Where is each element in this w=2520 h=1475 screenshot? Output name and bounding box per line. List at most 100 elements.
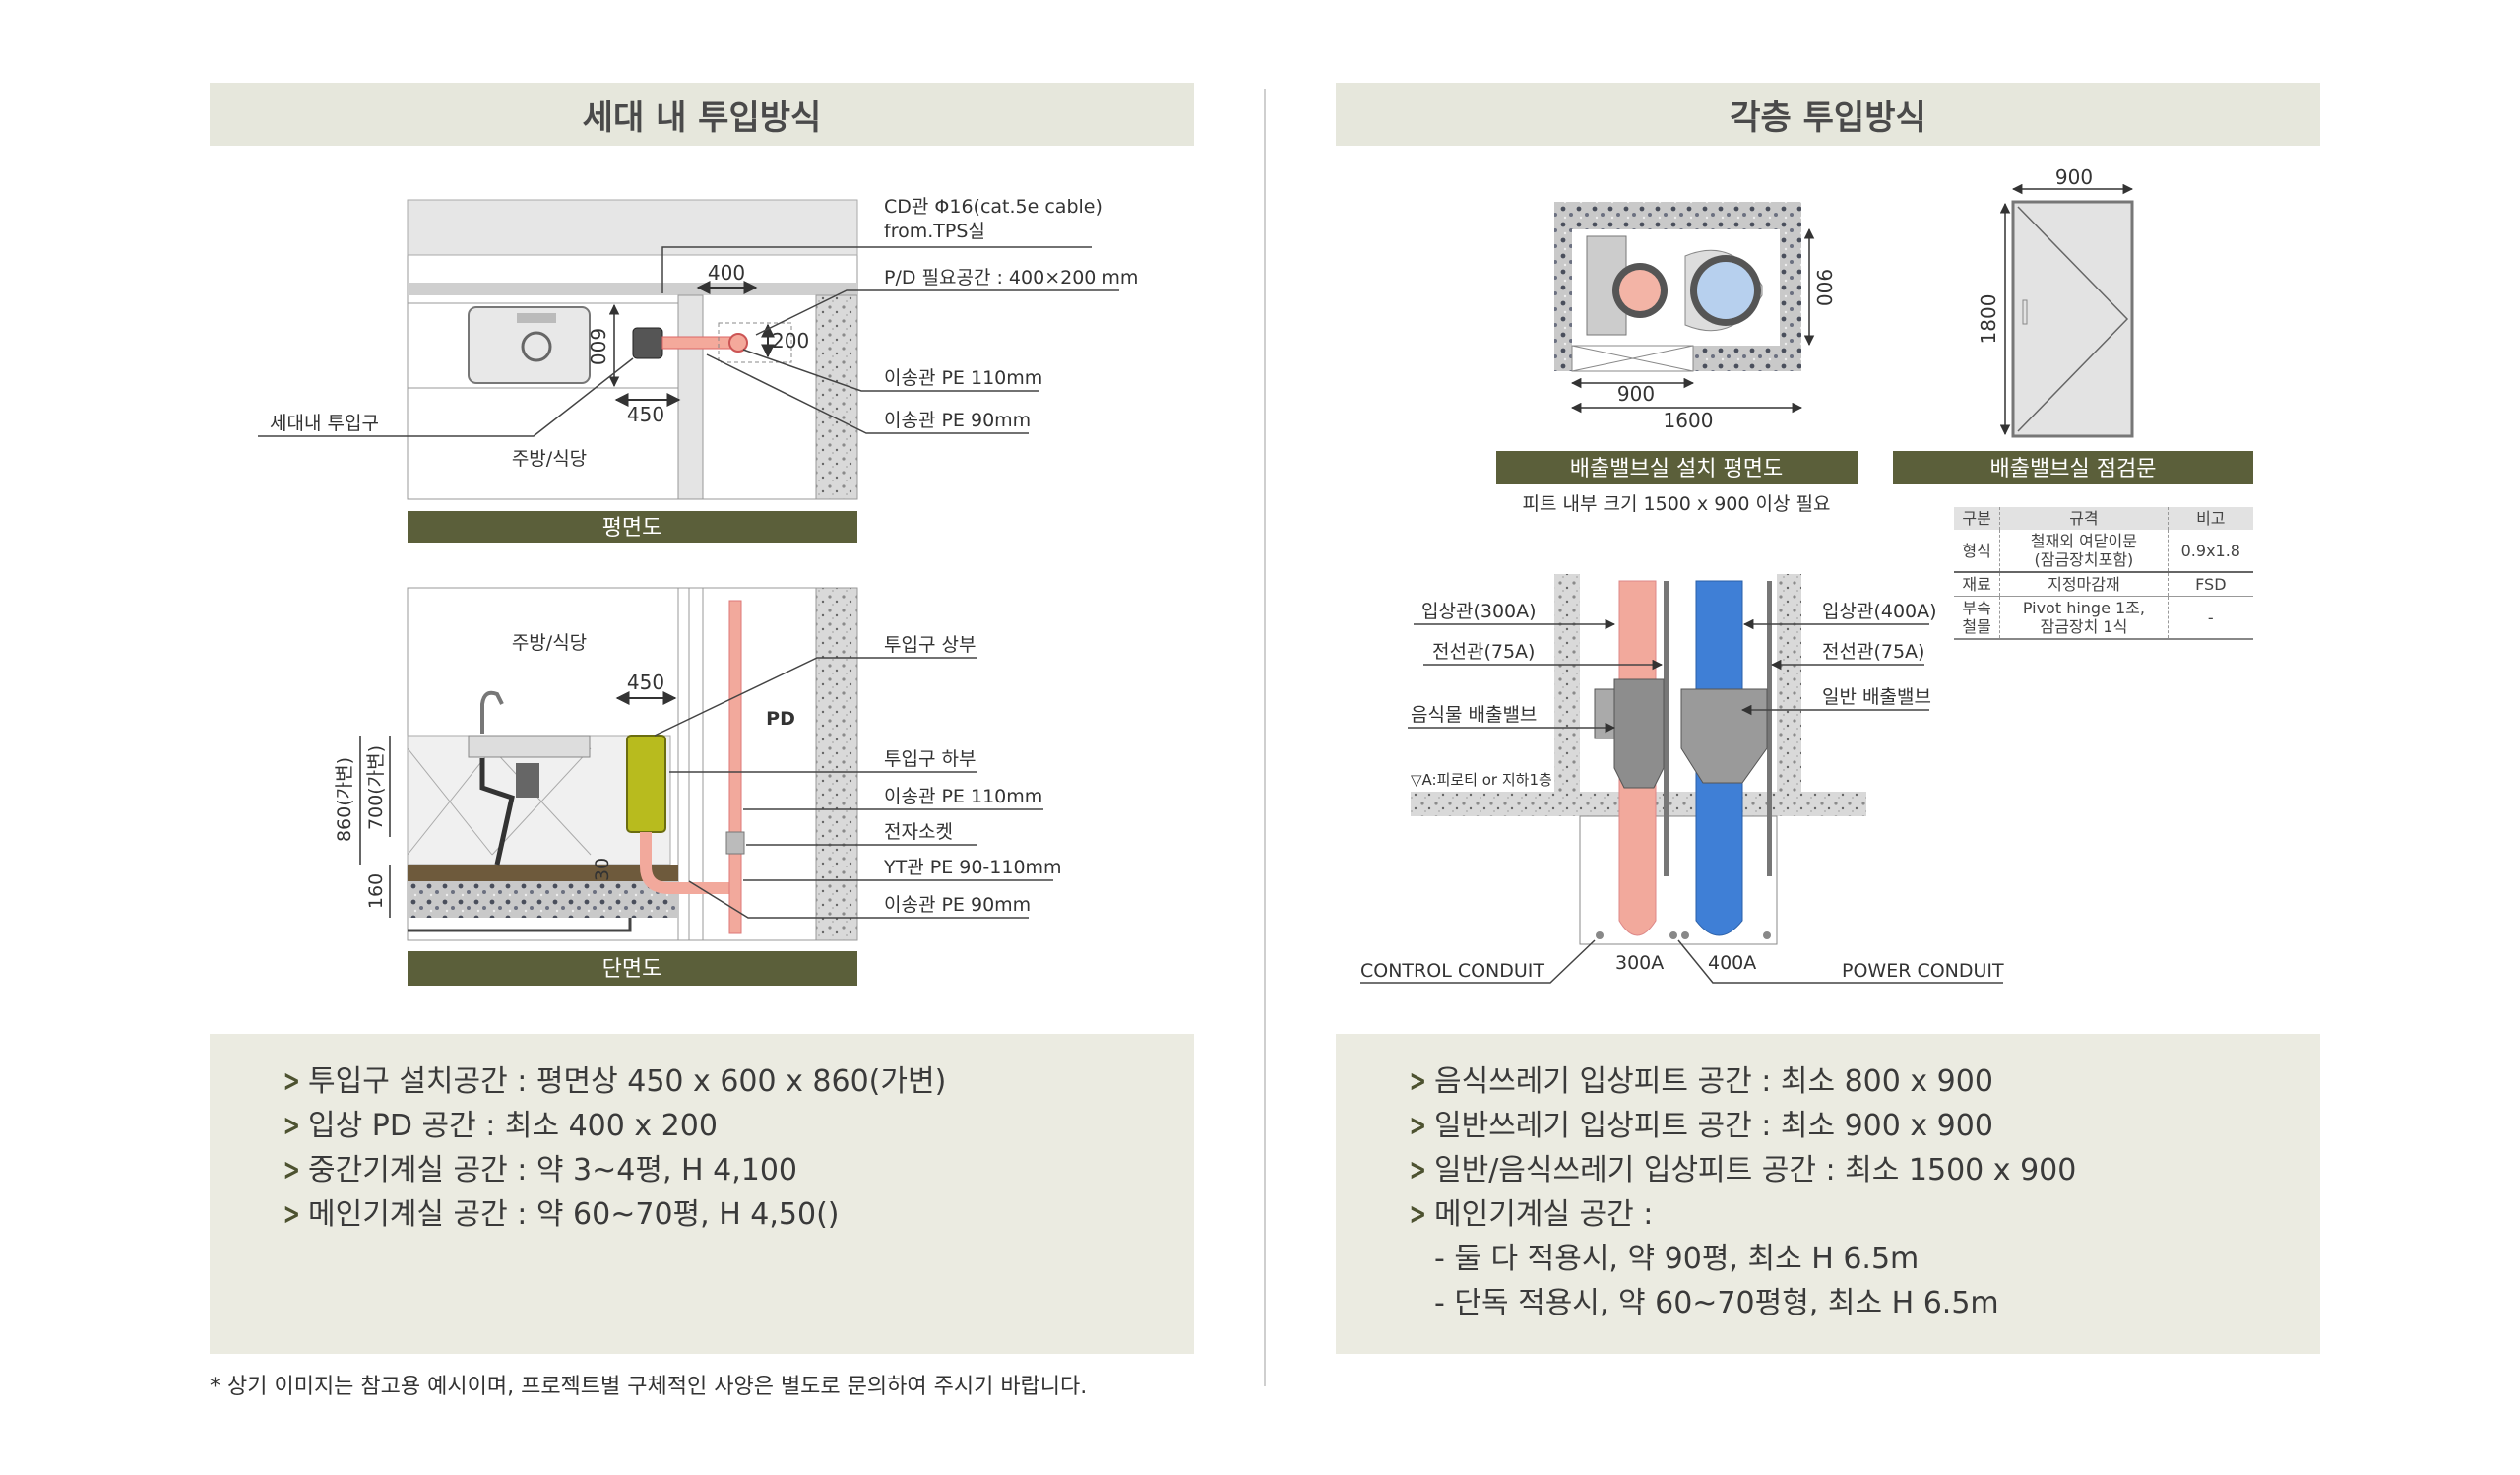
svg-text:주방/식당: 주방/식당 <box>512 632 587 654</box>
svg-text:700(가변): 700(가변) <box>365 745 387 830</box>
table-cell: - <box>2167 596 2253 640</box>
list-item-text: 중간기계실 공간 : 약 3~4평, H 4,100 <box>308 1153 798 1187</box>
svg-text:피트 내부 크기 1500 x 900 이상 필요: 피트 내부 크기 1500 x 900 이상 필요 <box>1523 493 1831 515</box>
chevron-right-icon: > <box>283 1064 301 1099</box>
svg-text:음식물 배출밸브: 음식물 배출밸브 <box>1411 704 1537 726</box>
svg-text:200: 200 <box>772 329 809 353</box>
table-row: 재료 지정마감재 FSD <box>1954 571 2253 597</box>
svg-text:투입구 상부: 투입구 상부 <box>884 634 976 656</box>
svg-text:이송관 PE 110mm: 이송관 PE 110mm <box>884 786 1042 807</box>
svg-text:이송관 PE 90mm: 이송관 PE 90mm <box>884 894 1031 916</box>
table-cell: FSD <box>2167 571 2253 597</box>
valve-elevation-view: 입상관(300A) 전선관(75A) 음식물 배출밸브 ▽A:피로티 or 지하… <box>1360 574 2004 984</box>
table-cell: Pivot hinge 1조, 잠금장치 1식 <box>1999 596 2169 640</box>
table-cell: 부속 철물 <box>1954 596 2000 640</box>
list-item-text: 투입구 설치공간 : 평면상 450 x 600 x 860(가변) <box>308 1064 947 1099</box>
faucet-icon <box>480 690 504 734</box>
svg-text:입상관(300A): 입상관(300A) <box>1421 601 1537 622</box>
disposer-icon <box>626 735 666 833</box>
svg-text:POWER CONDUIT: POWER CONDUIT <box>1842 960 2004 982</box>
svg-text:전선관(75A): 전선관(75A) <box>1822 641 1924 663</box>
svg-text:860(가변): 860(가변) <box>334 757 355 842</box>
table-cell: 재료 <box>1954 571 2000 597</box>
svg-text:단면도: 단면도 <box>602 957 662 982</box>
svg-text:900: 900 <box>1812 269 1836 306</box>
table-cell: 형식 <box>1962 541 1991 560</box>
table-header: 구분 <box>1954 507 2000 530</box>
svg-text:이송관 PE 110mm: 이송관 PE 110mm <box>884 367 1042 389</box>
svg-text:1800: 1800 <box>1977 294 2000 345</box>
table-row: 부속 철물 Pivot hinge 1조, 잠금장치 1식 - <box>1954 596 2253 640</box>
svg-text:P/D 필요공간 : 400×200 mm: P/D 필요공간 : 400×200 mm <box>884 267 1138 289</box>
section-label-bar <box>408 951 857 986</box>
table-header: 비고 <box>2167 507 2253 530</box>
list-item-text: 메인기계실 공간 : 약 60~70평, H 4,50() <box>308 1197 840 1232</box>
svg-text:CD관 Φ16(cat.5e cable): CD관 Φ16(cat.5e cable) <box>884 196 1102 218</box>
svg-text:▽A:피로티 or 지하1층: ▽A:피로티 or 지하1층 <box>1411 771 1552 789</box>
list-item: >음식쓰레기 입상피트 공간 : 최소 800 x 900 <box>1405 1059 2320 1104</box>
general-valve-icon <box>1680 688 1768 784</box>
inspection-door-spec-table: 구분 규격 비고 형식 철재외 여닫이문 (잠금장치포함) 0.9x1.8 재료… <box>1954 507 2253 640</box>
list-item-text: 메인기계실 공간 : <box>1434 1197 1654 1232</box>
door-handle-icon <box>2022 299 2028 325</box>
left-section-title: 세대 내 투입방식 <box>210 83 1194 146</box>
list-item: >중간기계실 공간 : 약 3~4평, H 4,100 <box>279 1148 1194 1192</box>
svg-text:450: 450 <box>627 671 664 694</box>
svg-text:450: 450 <box>627 403 664 426</box>
sink-icon <box>468 306 591 384</box>
svg-text:입상관(400A): 입상관(400A) <box>1822 601 1937 622</box>
svg-text:YT관 PE 90-110mm: YT관 PE 90-110mm <box>883 857 1062 878</box>
svg-text:평면도: 평면도 <box>602 516 662 541</box>
svg-text:전선관(75A): 전선관(75A) <box>1432 641 1535 663</box>
chevron-right-icon: > <box>1409 1197 1427 1232</box>
table-cell: 철재외 여닫이문 (잠금장치포함) <box>1999 530 2169 572</box>
svg-text:주방/식당: 주방/식당 <box>512 448 587 470</box>
section-divider <box>1264 89 1266 1386</box>
svg-text:세대내 투입구: 세대내 투입구 <box>270 413 379 434</box>
table-cell: 지정마감재 <box>1999 571 2169 597</box>
plan-view: 400 200 600 450 주방/식당 세대내 투입구 CD관 Φ16(ca… <box>258 196 1138 543</box>
svg-text:600: 600 <box>586 328 609 365</box>
svg-text:900: 900 <box>2055 165 2093 189</box>
list-item: >일반/음식쓰레기 입상피트 공간 : 최소 1500 x 900 <box>1405 1148 2320 1192</box>
inlet-icon <box>632 327 663 359</box>
list-item: >투입구 설치공간 : 평면상 450 x 600 x 860(가변) <box>279 1059 1194 1104</box>
svg-text:400A: 400A <box>1708 952 1756 974</box>
svg-text:이송관 PE 90mm: 이송관 PE 90mm <box>884 410 1031 431</box>
pit-plan-view: 900 900 1600 배출밸브실 설치 평면도 피트 내부 크기 1500 … <box>1496 202 1858 515</box>
footnote: * 상기 이미지는 참고용 예시이며, 프로젝트별 구체적인 사양은 별도로 문… <box>210 1375 1088 1399</box>
list-item-text: 일반/음식쓰레기 입상피트 공간 : 최소 1500 x 900 <box>1434 1153 2077 1187</box>
svg-text:160: 160 <box>365 873 387 909</box>
right-section-title: 각층 투입방식 <box>1336 83 2320 146</box>
list-item-text: 음식쓰레기 입상피트 공간 : 최소 800 x 900 <box>1434 1064 1993 1099</box>
svg-text:400: 400 <box>708 261 745 285</box>
section-view: 주방/식당 PD 450 860(가변) 700(가변) 160 30 투입구 … <box>334 587 1062 986</box>
svg-text:300A: 300A <box>1615 952 1664 974</box>
chevron-right-icon: > <box>1409 1109 1427 1143</box>
list-item: >일반쓰레기 입상피트 공간 : 최소 900 x 900 <box>1405 1104 2320 1148</box>
plan-label-bar <box>408 511 857 543</box>
table-header: 규격 <box>1999 507 2169 530</box>
svg-text:from.TPS실: from.TPS실 <box>884 221 985 242</box>
sub-list-item: - 둘 다 적용시, 약 90평, 최소 H 6.5m <box>1434 1242 1920 1276</box>
svg-text:PD: PD <box>766 708 795 730</box>
right-requirements-box: >음식쓰레기 입상피트 공간 : 최소 800 x 900 >일반쓰레기 입상피… <box>1336 1034 2320 1354</box>
svg-text:1600: 1600 <box>1664 409 1714 432</box>
svg-text:900: 900 <box>1617 382 1655 406</box>
door-label-bar <box>1893 451 2253 484</box>
svg-text:30: 30 <box>592 858 613 881</box>
pit-plan-label-bar <box>1496 451 1858 484</box>
list-item: >입상 PD 공간 : 최소 400 x 200 <box>279 1104 1194 1148</box>
svg-text:투입구 하부: 투입구 하부 <box>884 748 976 770</box>
svg-text:CONTROL CONDUIT: CONTROL CONDUIT <box>1360 960 1544 982</box>
inspection-door-view: 900 1800 배출밸브실 점검문 <box>1893 165 2253 484</box>
table-row: 형식 철재외 여닫이문 (잠금장치포함) 0.9x1.8 <box>1954 530 2253 572</box>
list-item-text: 일반쓰레기 입상피트 공간 : 최소 900 x 900 <box>1434 1109 1993 1143</box>
svg-text:배출밸브실 점검문: 배출밸브실 점검문 <box>1990 457 2157 481</box>
svg-text:전자소켓: 전자소켓 <box>884 821 953 843</box>
food-valve-icon <box>1613 678 1665 789</box>
list-item: >메인기계실 공간 : 약 60~70평, H 4,50() <box>279 1192 1194 1237</box>
chevron-right-icon: > <box>283 1109 301 1143</box>
left-requirements-box: >투입구 설치공간 : 평면상 450 x 600 x 860(가변) >입상 … <box>210 1034 1194 1354</box>
